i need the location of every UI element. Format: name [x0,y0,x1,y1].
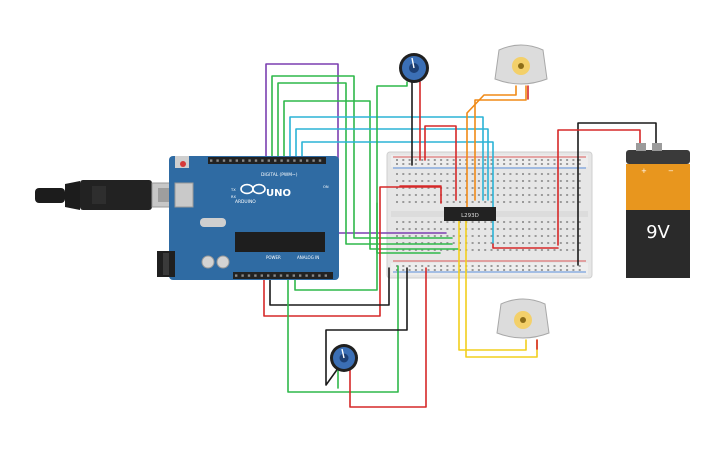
battery-9v[interactable]: + − 9V [626,143,690,278]
battery-plus: + [641,167,647,175]
arduino-brand: ARDUINO [235,199,256,205]
wire-green-pot-top[interactable] [376,81,441,254]
arduino-header-pins [210,159,327,277]
wire-red-2[interactable] [424,125,457,201]
reset-button-icon[interactable] [180,161,186,167]
battery-minus: − [668,167,674,175]
wire-red-pot-bottom[interactable] [349,267,427,408]
rx-label: RX [231,195,236,199]
breadboard-holes [396,159,581,271]
battery-voltage: 9V [646,222,670,243]
usb-cable-icon [35,180,187,210]
wire-orange-motor-2[interactable] [474,85,527,201]
dc-motor-icon[interactable] [494,44,548,85]
power-label: POWER [266,255,281,260]
wire-red-ic[interactable] [492,243,559,249]
digital-label: DIGITAL (PWM~) [261,172,298,178]
on-label: ON [323,185,329,189]
tx-label: TX [230,188,236,192]
wire-cyan-1[interactable] [289,116,484,201]
wire-red-battery[interactable] [557,129,641,246]
l293d-ic[interactable]: L293D [444,207,496,221]
wire-green-3[interactable] [283,100,459,250]
wire-green-2[interactable] [277,82,453,245]
potentiometer-icon[interactable] [330,344,358,372]
potentiometer-icon[interactable] [399,53,429,83]
analog-label: ANALOG IN [297,255,319,260]
wire-orange-motor[interactable] [466,85,517,208]
wire-black-gnd[interactable] [269,267,390,306]
wire-cyan-2[interactable] [295,128,489,201]
atmega-chip [235,232,325,252]
wire-green-1[interactable] [271,75,453,239]
wire-black-battery[interactable] [577,122,657,161]
dc-motor-icon[interactable] [496,298,550,339]
ic-label: L293D [461,213,479,219]
arduino-uno-board[interactable]: DIGITAL (PWM~) UNO ARDUINO POWER ANALOG … [157,156,339,280]
wire-green-analog[interactable] [287,265,399,393]
wire-purple[interactable] [265,63,447,234]
wire-cyan-3[interactable] [301,141,494,245]
uno-label: UNO [266,188,291,199]
arduino-logo-icon [240,183,266,195]
wire-red-5v[interactable] [263,186,442,317]
wire-yellow-motor[interactable] [458,218,527,351]
wire-black-pot-bottom[interactable] [325,267,408,386]
